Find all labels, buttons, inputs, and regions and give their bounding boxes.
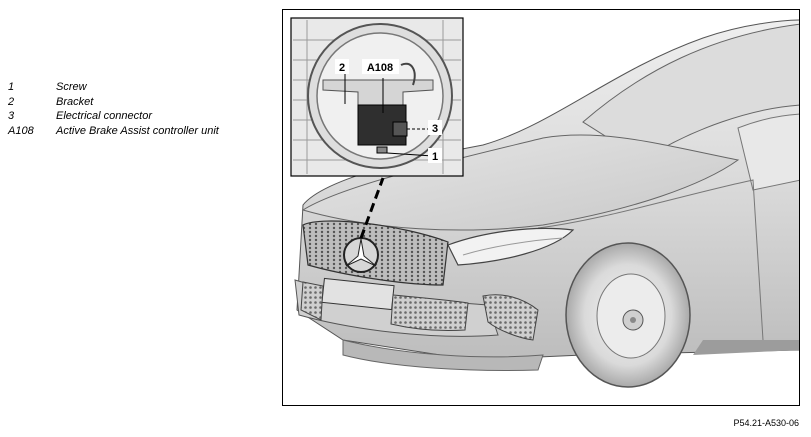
detail-inset: A108 2 3 1 [290,17,464,177]
lower-intake-left [300,281,324,321]
legend-key: A108 [8,124,34,137]
callout-1: 1 [432,151,438,163]
lower-intake-center [390,294,469,332]
legend-key: 1 [8,81,15,93]
callout-3: 3 [432,123,438,135]
headlight [447,227,575,266]
legend-text: Bracket [56,95,94,108]
side-window [737,113,799,191]
figure-reference-code: P54.21-A530-06 [733,418,799,428]
front-wheel [565,242,691,388]
callout-2: 2 [339,62,345,74]
legend-row: 2 Bracket [8,95,219,110]
illustration-figure: A108 2 3 1 [282,9,800,406]
legend-text: Active Brake Assist controller unit [56,124,219,137]
legend: 1 Screw 2 Bracket 3 Electrical connector… [8,80,219,138]
legend-text: Screw [56,81,87,93]
brand-emblem [343,237,379,273]
leader-line [359,177,385,239]
legend-key: 3 [8,110,15,122]
legend-row: 1 Screw [8,80,219,95]
car-front-illustration: A108 2 3 1 [290,17,799,388]
legend-text: Electrical connector [56,110,152,122]
screw [376,146,388,154]
callout-a108: A108 [367,62,393,74]
legend-key: 2 [8,95,15,108]
legend-row: A108 Active Brake Assist controller unit [8,124,219,139]
electrical-connector [392,121,408,137]
legend-row: 3 Electrical connector [8,109,219,124]
lower-intake-right [482,294,539,341]
windshield [582,23,799,161]
